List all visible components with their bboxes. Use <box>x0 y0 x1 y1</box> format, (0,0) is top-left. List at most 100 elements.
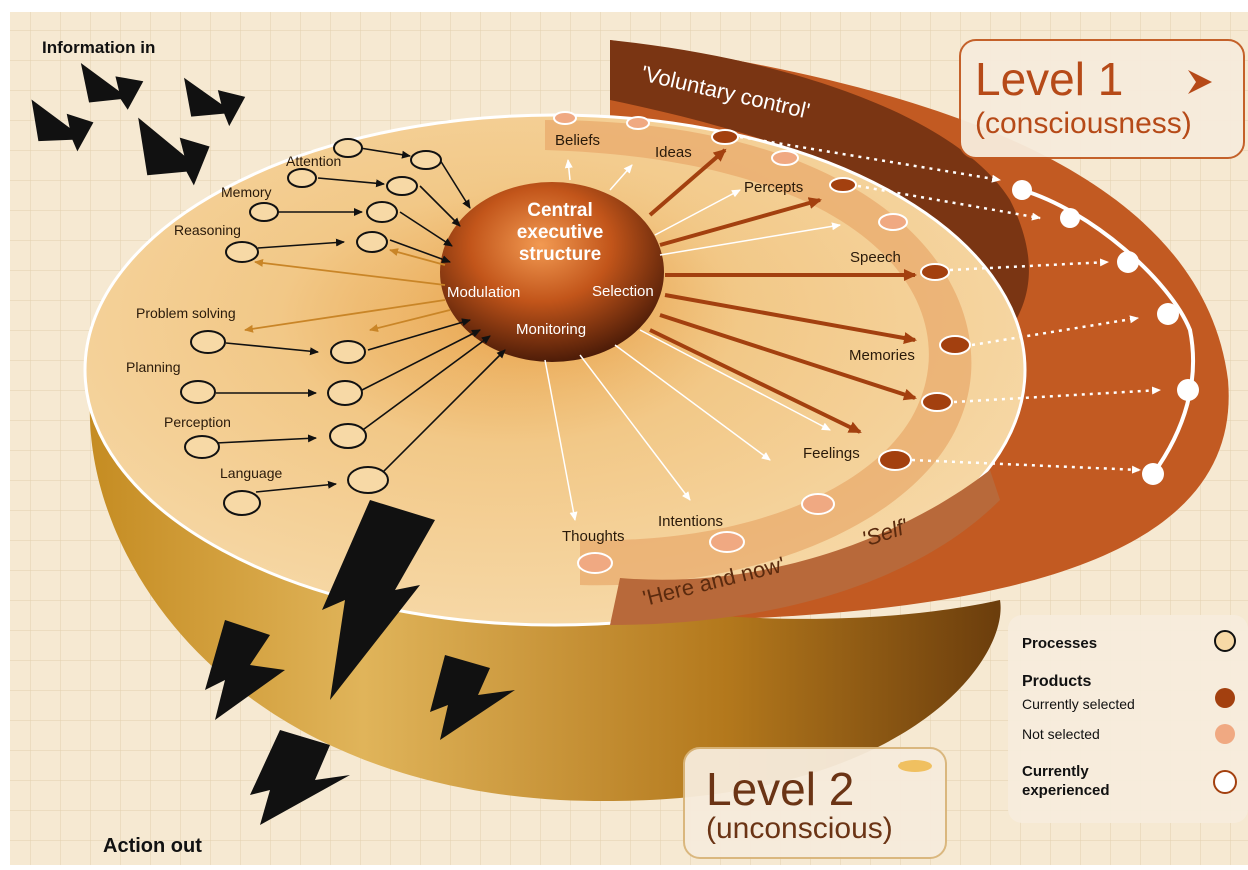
level2-title: Level 2 <box>706 763 854 815</box>
process-arrow <box>257 238 345 249</box>
process-arrow <box>317 177 385 188</box>
white-spokes <box>544 159 841 521</box>
process-arrow <box>389 239 451 264</box>
process-arrow <box>367 318 471 351</box>
core-title-line: executive <box>517 222 604 243</box>
level2-box <box>683 747 947 859</box>
level1-chevron-icon <box>1188 70 1212 94</box>
product-selected <box>711 129 739 145</box>
selection-arrow <box>664 293 917 344</box>
process-arrow <box>379 349 506 476</box>
product-label-memories: Memories <box>849 347 915 364</box>
product-not-selected <box>878 213 908 231</box>
output-arrow <box>322 500 435 700</box>
product-selected <box>920 263 950 281</box>
transfer-arrow <box>949 258 1109 272</box>
experienced-dot <box>1157 303 1179 325</box>
transfer-arrow <box>953 386 1161 404</box>
product-label-speech: Speech <box>850 249 901 266</box>
product-not-selected <box>577 552 613 574</box>
product-circles <box>553 111 971 574</box>
hemisphere-side <box>89 360 1001 802</box>
input-arrow <box>138 117 210 186</box>
process-circle <box>184 435 220 459</box>
process-circle <box>356 231 388 253</box>
process-circle <box>330 340 366 364</box>
output-arrow <box>250 730 350 825</box>
input-arrow <box>31 99 94 152</box>
product-label-thoughts: Thoughts <box>562 528 625 545</box>
product-selected <box>878 449 912 471</box>
spoke <box>544 359 578 521</box>
legend-currently-selected: Currently selected <box>1022 696 1135 712</box>
output-arrow <box>205 620 285 720</box>
monitoring-label: Monitoring <box>516 321 586 338</box>
legend-experienced-swatch <box>1213 770 1237 794</box>
product-not-selected <box>771 150 799 166</box>
spoke <box>564 159 573 181</box>
product-label-feelings: Feelings <box>803 445 860 462</box>
output-arrow <box>430 655 515 740</box>
spoke <box>654 189 741 236</box>
product-not-selected <box>709 531 745 553</box>
process-arrows <box>215 147 506 493</box>
experienced-dot <box>1060 208 1080 228</box>
process-circle <box>223 490 261 516</box>
legend-process-swatch <box>1214 630 1236 652</box>
input-arrow <box>184 77 246 127</box>
legend-currently-experienced-line2: experienced <box>1022 782 1110 799</box>
legend-selected-swatch <box>1215 688 1235 708</box>
process-circle <box>333 138 363 158</box>
level2-subtitle: (unconscious) <box>706 812 893 845</box>
selection-arrow <box>649 328 862 434</box>
selection-arrow <box>659 197 822 247</box>
product-not-selected <box>553 111 577 125</box>
legend-not-selected: Not selected <box>1022 726 1100 742</box>
process-circle <box>327 380 363 406</box>
process-arrow <box>399 211 453 247</box>
process-label-language: Language <box>220 465 283 481</box>
product-label-percepts: Percepts <box>744 179 803 196</box>
process-arrow <box>215 434 317 444</box>
process-label-problem-solving: Problem solving <box>136 305 236 321</box>
product-selected <box>921 392 953 412</box>
transfer-arrow <box>911 458 1141 474</box>
process-labels: Attention Memory Reasoning Problem solvi… <box>126 153 341 481</box>
legend-processes: Processes <box>1022 635 1097 652</box>
experienced-dot <box>1177 379 1199 401</box>
input-arrow <box>80 63 144 110</box>
transfer-arrow <box>857 184 1041 221</box>
level1-title: Level 1 <box>975 53 1123 105</box>
core-title: Central executive structure <box>517 200 604 265</box>
experience-arrows <box>739 135 1161 474</box>
product-selected <box>939 335 971 355</box>
product-label-beliefs: Beliefs <box>555 132 600 149</box>
process-arrow <box>439 159 471 209</box>
process-label-attention: Attention <box>286 153 341 169</box>
modulation-arrow <box>254 258 446 286</box>
output-arrows <box>205 500 515 825</box>
action-out-label: Action out <box>103 835 202 857</box>
product-not-selected <box>626 116 650 130</box>
process-arrow <box>419 185 461 227</box>
level1-subtitle: (consciousness) <box>975 107 1192 140</box>
process-label-reasoning: Reasoning <box>174 222 241 238</box>
spoke <box>579 354 691 501</box>
selection-arrow <box>648 148 727 217</box>
product-ring <box>545 120 972 586</box>
process-circle <box>366 201 398 223</box>
information-in-label: Information in <box>42 38 155 57</box>
process-circle <box>180 380 216 404</box>
process-arrow <box>359 335 491 433</box>
voluntary-control-band <box>610 40 1029 330</box>
level2-hemisphere-top <box>898 760 932 772</box>
process-circles <box>180 138 442 516</box>
experienced-dots <box>1012 180 1199 485</box>
experience-stream <box>1021 188 1196 476</box>
process-arrow <box>225 342 319 356</box>
selection-arrows <box>648 148 917 434</box>
process-arrow <box>255 480 337 493</box>
spoke <box>614 344 771 461</box>
process-circle <box>287 168 317 188</box>
selection-arrow <box>659 313 917 401</box>
